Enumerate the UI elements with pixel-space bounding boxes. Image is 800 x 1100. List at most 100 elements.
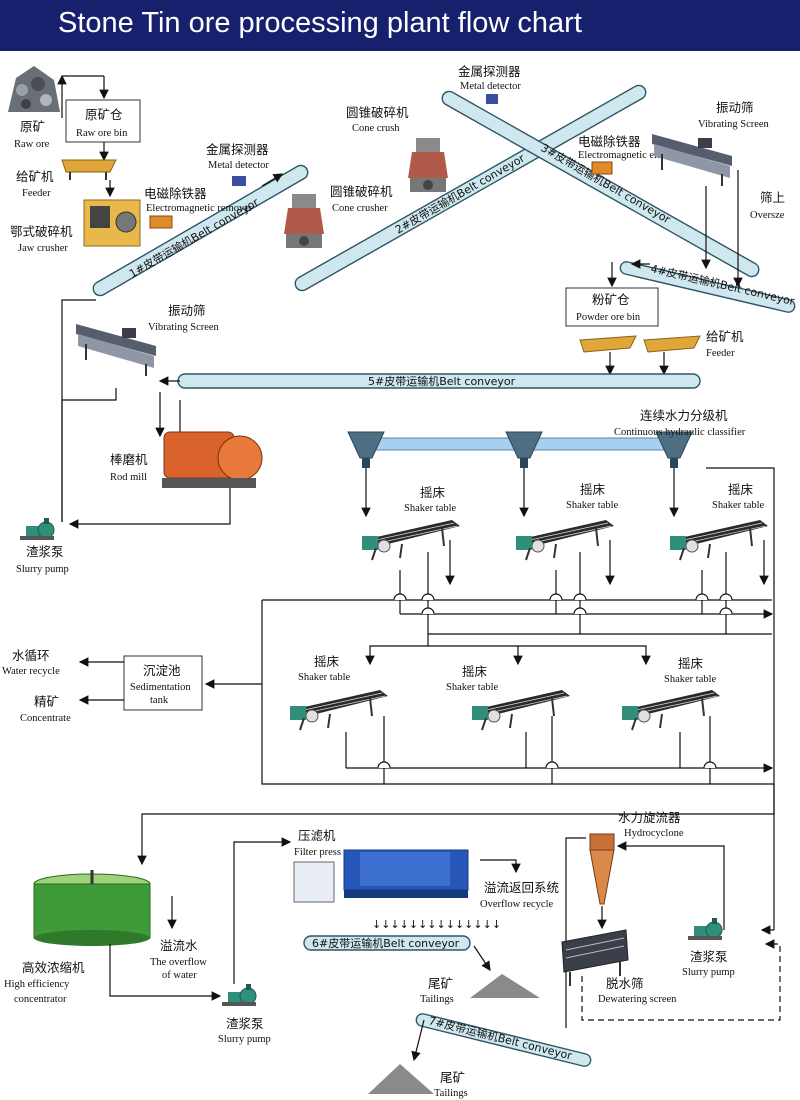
feeder-2-label-en: Feeder	[706, 348, 735, 359]
feeder-label: 给矿机	[16, 169, 54, 184]
metal-detector-1-label: 金属探测器	[206, 142, 269, 157]
hydrocyclone-icon	[589, 833, 615, 905]
shaker-table-icon	[471, 689, 571, 731]
title-bar: Stone Tin ore processing plant flow char…	[0, 0, 800, 51]
raw-ore-bin-box	[65, 99, 141, 143]
slurry-pump-3-label: 渣浆泵	[690, 949, 728, 964]
magnet-icon	[591, 161, 613, 175]
jaw-crusher-label-en: Jaw crusher	[18, 243, 68, 254]
shaker-table-label: 摇床	[580, 482, 606, 497]
shaker-table-label-en: Shaker table	[298, 672, 351, 683]
magnet-2-label: 电磁除铁器	[578, 134, 641, 149]
jaw-crusher-label: 鄂式破碎机	[10, 224, 73, 239]
shaker-table-icon	[361, 519, 461, 561]
vibrating-screen-2-label: 振动筛	[168, 303, 206, 318]
thickener-label-en-2: concentrator	[14, 994, 67, 1005]
shaker-table-label: 摇床	[314, 654, 340, 669]
overflow-recycle-label: 溢流返回系统	[484, 880, 559, 895]
powder-ore-bin-label: 粉矿仓	[592, 292, 630, 307]
tailings-2-label-en: Tailings	[434, 1088, 468, 1099]
filter-press-label: 压滤机	[298, 828, 336, 843]
vibrating-screen-1-label-en: Vibrating Screen	[698, 119, 770, 130]
tailings-1-label-en: Tailings	[420, 994, 454, 1005]
shaker-table-label: 摇床	[728, 482, 754, 497]
concentrate-label-en: Concentrate	[20, 713, 71, 724]
cone-crusher-icon	[408, 138, 448, 192]
oversize-label-en: Oversze	[750, 210, 785, 221]
rod-mill-label: 棒磨机	[110, 452, 148, 467]
shaker-table-label: 摇床	[678, 656, 704, 671]
tailings-pile-icon	[368, 1064, 434, 1094]
rock-pile-icon	[8, 66, 60, 112]
magnet-1-label: 电磁除铁器	[144, 186, 207, 201]
sedimentation-tank-label: 沉淀池	[143, 663, 181, 678]
powder-ore-bin-box	[565, 287, 659, 327]
cone-crusher-icon	[284, 194, 324, 248]
belt-conveyor-5-label: 5#皮带运输机Belt conveyor	[368, 374, 516, 388]
shaker-table-icon	[669, 519, 769, 561]
magnet-2-label-en: Electromagnetic eliminator	[578, 150, 693, 161]
shaker-table-label-en: Shaker table	[404, 503, 457, 514]
magnet-icon	[149, 215, 173, 229]
filter-press-label-en: Filter press	[294, 847, 341, 858]
raw-ore-label-en: Raw ore	[14, 139, 50, 150]
slurry-pump-icon	[221, 983, 257, 1007]
metal-detector-2-label-en: Metal detector	[460, 81, 521, 92]
belt-conveyor-7-label: 7#皮带运输机Belt conveyor	[427, 1013, 574, 1062]
cone-crusher-1-label-en: Cone crusher	[332, 203, 388, 214]
metal-detector-icon	[486, 94, 498, 104]
slurry-pump-icon	[687, 917, 723, 941]
vibrating-screen-icon	[75, 323, 157, 377]
water-recycle-label-en: Water recycle	[2, 666, 60, 677]
overflow-water-label-en-1: The overflow	[150, 957, 207, 968]
shaker-table-label-en: Shaker table	[566, 500, 619, 511]
jaw-crusher-icon	[83, 199, 141, 247]
page-title: Stone Tin ore processing plant flow char…	[58, 7, 582, 39]
belt-conveyor-6: 6#皮带运输机Belt conveyor	[303, 935, 471, 951]
shaker-table-icon	[289, 689, 389, 731]
shaker-table-label-en: Shaker table	[712, 500, 765, 511]
slurry-pump-2-label-en: Slurry pump	[218, 1034, 271, 1045]
feeder-2-label: 给矿机	[706, 329, 744, 344]
feeder-label-en: Feeder	[22, 188, 51, 199]
concentrate-label: 精矿	[34, 694, 59, 709]
cone-crusher-2-label: 圆锥破碎机	[346, 105, 409, 120]
shaker-table-icon	[621, 689, 721, 731]
water-recycle-label: 水循环	[12, 648, 50, 663]
sedimentation-tank-label-en-2: tank	[150, 695, 169, 706]
dewatering-screen-label-en: Dewatering screen	[598, 994, 677, 1005]
overflow-water-label-en-2: of water	[162, 970, 197, 981]
shaker-table-label: 摇床	[462, 664, 488, 679]
slurry-pump-1-label: 渣浆泵	[26, 544, 64, 559]
raw-ore-label: 原矿	[20, 119, 45, 134]
classifier-label: 连续水力分级机	[640, 408, 728, 423]
belt-conveyor-7: 7#皮带运输机Belt conveyor	[415, 1013, 592, 1067]
slurry-pump-1-label-en: Slurry pump	[16, 564, 69, 575]
classifier-label-en: Continuous hydraulic classifier	[614, 427, 746, 438]
cone-crusher-1-label: 圆锥破碎机	[330, 184, 393, 199]
metal-detector-icon	[232, 176, 246, 186]
shaker-table-label-en: Shaker table	[446, 682, 499, 693]
vibrating-screen-2-label-en: Vibrating Screen	[148, 322, 220, 333]
thickener-label: 高效浓缩机	[22, 960, 85, 975]
shaker-table-label-en: Shaker table	[664, 674, 717, 685]
rod-mill-label-en: Rod mill	[110, 472, 147, 483]
overflow-recycle-label-en: Overflow recycle	[480, 899, 554, 910]
sedimentation-tank-label-en-1: Sedimentation	[130, 682, 191, 693]
discharge-arrows: ↓↓↓↓↓↓↓↓↓↓↓↓↓↓	[372, 918, 501, 931]
metal-detector-1-label-en: Metal detector	[208, 160, 269, 171]
dewatering-screen-label: 脱水筛	[606, 976, 644, 991]
filter-press-icon	[293, 849, 469, 903]
metal-detector-2-label: 金属探测器	[458, 64, 521, 79]
overflow-water-label: 溢流水	[160, 938, 198, 953]
oversize-label: 筛上	[760, 190, 785, 205]
hydrocyclone-label-en: Hydrocyclone	[624, 828, 684, 839]
sedimentation-tank-box	[123, 655, 203, 711]
hydrocyclone-label: 水力旋流器	[618, 810, 681, 825]
rod-mill-icon	[162, 431, 263, 488]
shaker-table-label: 摇床	[420, 485, 446, 500]
slurry-pump-icon	[19, 517, 55, 541]
raw-ore-bin-label: 原矿仓	[85, 107, 123, 122]
feeder-icon	[579, 335, 701, 353]
